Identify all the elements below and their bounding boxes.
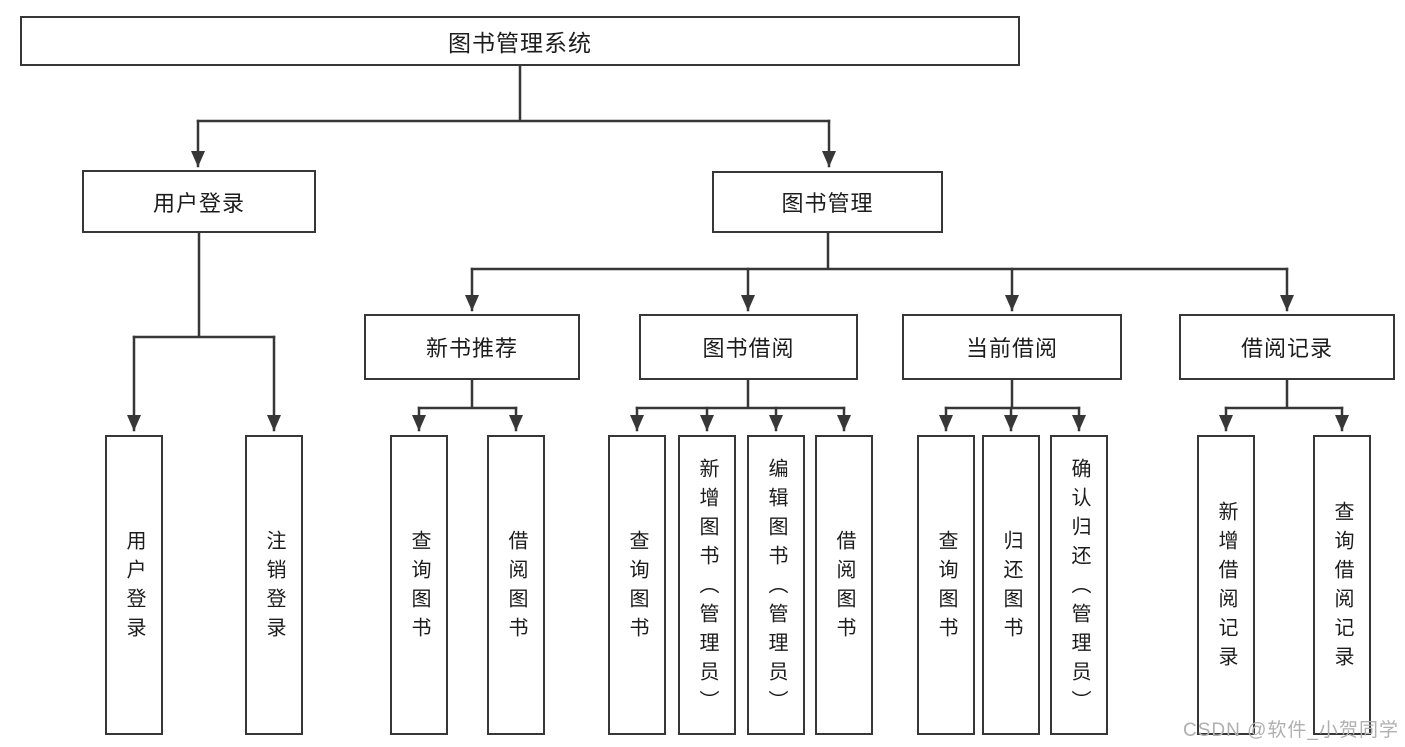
leaf-records-add-record: 新增借阅记录 (1197, 435, 1255, 735)
node-book-borrowing: 图书借阅 (639, 314, 858, 380)
leaf-borrowing-add-books-admin: 新增图书（管理员） (678, 435, 736, 735)
leaf-current-confirm-return-admin: 确认归还（管理员） (1050, 435, 1108, 735)
node-current-borrowing: 当前借阅 (902, 314, 1122, 380)
csdn-watermark: CSDN @软件_小贺同学 (1183, 720, 1399, 741)
node-borrow-records: 借阅记录 (1179, 314, 1395, 380)
leaf-user-login: 用户登录 (105, 435, 163, 735)
node-book-management: 图书管理 (712, 171, 943, 233)
node-root: 图书管理系统 (20, 16, 1020, 66)
leaf-current-query-books: 查询图书 (917, 435, 975, 735)
node-new-book-recommend: 新书推荐 (364, 314, 580, 380)
leaf-logout: 注销登录 (245, 435, 303, 735)
leaf-borrowing-query-books: 查询图书 (608, 435, 666, 735)
leaf-recommend-borrow-books: 借阅图书 (487, 435, 545, 735)
leaf-borrowing-borrow-books: 借阅图书 (815, 435, 873, 735)
leaf-records-query-record: 查询借阅记录 (1313, 435, 1371, 735)
leaf-borrowing-edit-books-admin: 编辑图书（管理员） (747, 435, 805, 735)
leaf-current-return-books: 归还图书 (982, 435, 1040, 735)
node-user-login: 用户登录 (82, 170, 316, 233)
leaf-recommend-query-books: 查询图书 (390, 435, 448, 735)
